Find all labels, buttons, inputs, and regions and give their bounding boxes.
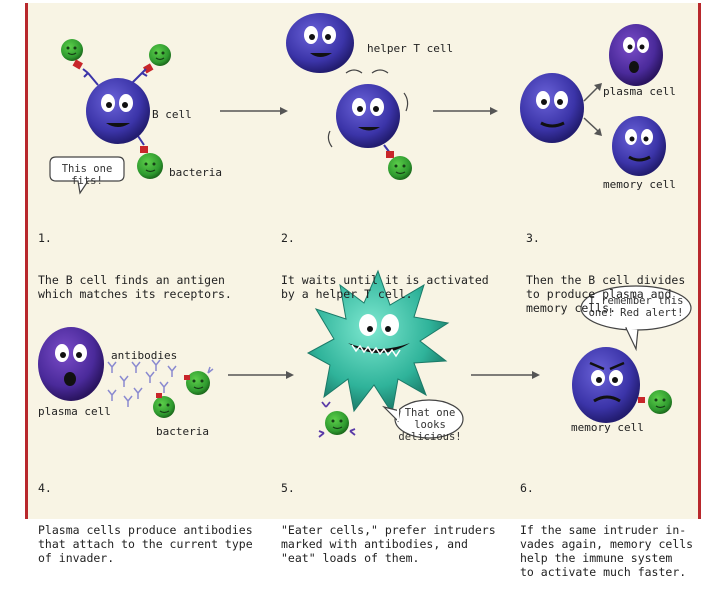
- panel-number: 1.: [38, 231, 52, 245]
- plasma-cell-icon: [38, 327, 104, 401]
- b-cell-icon: [86, 78, 150, 144]
- bubble-text-panel-6: I remember this one! Red alert!: [588, 295, 684, 319]
- antibodies-label: antibodies: [111, 349, 178, 362]
- panel-number: 6.: [520, 481, 534, 495]
- panel-description: Then the B cell divides to produce plasm…: [526, 273, 686, 315]
- bacteria-icon: [638, 390, 672, 414]
- panel-3-caption: 3. Then the B cell divides to produce pl…: [526, 203, 685, 343]
- plasma-cell-label: plasma cell: [603, 85, 676, 98]
- panel-description: The B cell finds an antigen which matche…: [38, 273, 232, 301]
- helper-t-cell-label: helper T cell: [367, 42, 454, 55]
- memory-cell-label: memory cell: [603, 178, 676, 191]
- plasma-cell-label: plasma cell: [38, 405, 111, 418]
- arrow-icon: [228, 371, 294, 379]
- bacteria-label: bacteria: [156, 425, 209, 438]
- panel-1-caption: 1. The B cell finds an antigen which mat…: [38, 203, 232, 329]
- arrow-icon: [471, 371, 540, 379]
- panel-6-caption: 6. If the same intruder in- vades again,…: [520, 453, 693, 607]
- arrow-icon: [433, 107, 498, 115]
- arrow-icon: [220, 107, 288, 115]
- panel-2-caption: 2. It waits until it is activated by a h…: [281, 203, 489, 329]
- panel-5-art: [306, 269, 540, 439]
- panel-description: "Eater cells," prefer intruders marked w…: [281, 523, 496, 565]
- panel-number: 4.: [38, 481, 52, 495]
- antibodies-icon: [107, 359, 177, 407]
- diagram-frame: B cell bacteria This one fits! helper T …: [25, 3, 701, 579]
- memory-cell-icon: [572, 347, 640, 423]
- bacteria-icon: [184, 366, 214, 395]
- memory-cell-label: memory cell: [571, 421, 644, 434]
- b-cell-icon: [520, 73, 584, 143]
- panel-2-art: [286, 13, 498, 180]
- panel-number: 2.: [281, 231, 295, 245]
- b-cell-icon: [336, 84, 412, 180]
- memory-cell-icon: [612, 116, 666, 176]
- bacteria-icon: [143, 44, 171, 74]
- panel-5-caption: 5. "Eater cells," prefer intruders marke…: [281, 453, 496, 593]
- panel-description: If the same intruder in- vades again, me…: [520, 523, 694, 579]
- diagram-artwork: [38, 13, 692, 439]
- b-cell-label: B cell: [152, 108, 192, 121]
- panel-4-art: [38, 327, 294, 418]
- panel-number: 3.: [526, 231, 540, 245]
- plasma-cell-icon: [609, 24, 663, 86]
- helper-t-cell-icon: [286, 13, 354, 73]
- bubble-text-panel-5: That one looks delicious!: [398, 407, 462, 443]
- bacteria-icon: [153, 393, 175, 418]
- panel-1-art: [49, 39, 288, 195]
- bacteria-icon: [137, 146, 163, 179]
- panel-number: 5.: [281, 481, 295, 495]
- bacteria-icon: [318, 401, 356, 438]
- panel-description: Plasma cells produce antibodies that att…: [38, 523, 253, 565]
- eater-cell-icon: [306, 269, 450, 415]
- bacteria-label: bacteria: [169, 166, 222, 179]
- panel-description: It waits until it is activated by a help…: [281, 273, 489, 301]
- arrow-icon: [583, 117, 602, 136]
- panel-4-caption: 4. Plasma cells produce antibodies that …: [38, 453, 253, 593]
- speech-bubble: [394, 399, 464, 439]
- bubble-text-panel-1: This one fits!: [61, 163, 113, 187]
- bacteria-icon: [61, 39, 83, 70]
- panel-6-art: [572, 285, 692, 423]
- speech-bubble: [49, 156, 125, 195]
- arrow-icon: [583, 83, 602, 102]
- panel-3-art: [520, 24, 666, 176]
